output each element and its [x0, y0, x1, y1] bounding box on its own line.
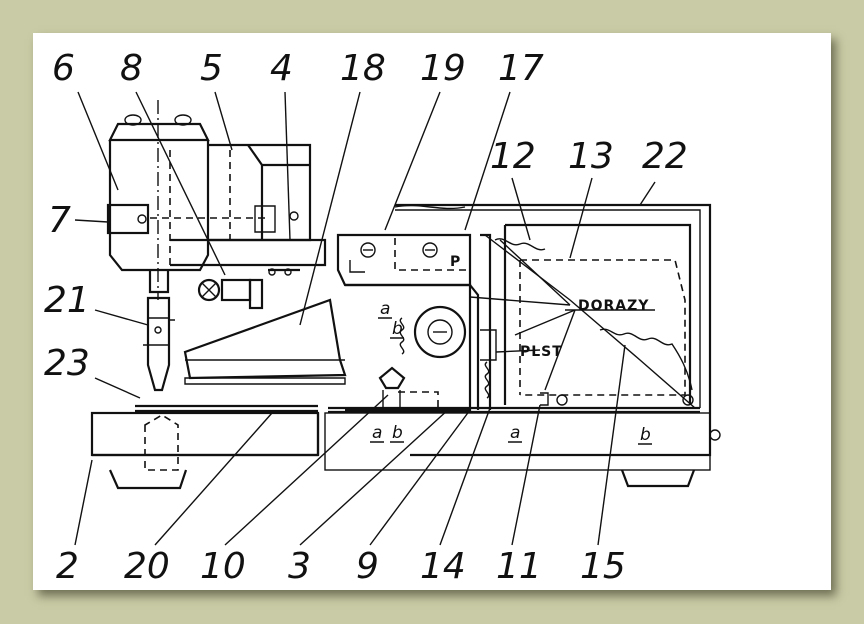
- b-label-lower-left: b: [392, 423, 403, 443]
- part-numbers: 6 8 5 4 18 19 17 12 13 22 7 21 23 2 20 1…: [44, 48, 688, 587]
- a-label-lower-left: a: [372, 423, 382, 443]
- label-15: 15: [580, 546, 626, 587]
- annotations: DORAZY PLST P a b a b a b: [370, 254, 652, 445]
- label-10: 10: [200, 546, 246, 587]
- motor-head: [106, 100, 327, 300]
- label-9: 9: [356, 546, 379, 587]
- guide-rail: [135, 404, 700, 414]
- label-2: 2: [56, 546, 79, 587]
- b-label-lower-right: b: [640, 425, 651, 445]
- label-3: 3: [288, 546, 311, 587]
- diagram-frame: [33, 33, 831, 590]
- lever-14: [480, 233, 696, 410]
- drill-tool: [143, 296, 179, 471]
- label-17: 17: [498, 48, 544, 89]
- dorazy-label: DORAZY: [578, 298, 649, 314]
- label-23: 23: [44, 343, 90, 384]
- label-14: 14: [420, 546, 466, 587]
- label-21: 21: [44, 280, 90, 321]
- label-18: 18: [340, 48, 386, 89]
- p-label: P: [450, 254, 461, 270]
- b-label-upper: b: [392, 319, 403, 339]
- label-6: 6: [52, 48, 75, 89]
- label-22: 22: [642, 136, 688, 177]
- label-7: 7: [48, 200, 71, 241]
- label-19: 19: [420, 48, 466, 89]
- right-box: [394, 203, 721, 441]
- label-12: 12: [490, 136, 536, 177]
- label-5: 5: [200, 48, 223, 89]
- label-11: 11: [496, 546, 542, 587]
- lamp-assembly: [197, 268, 300, 310]
- a-label-lower: a: [510, 423, 520, 443]
- plst-label: PLST: [520, 344, 563, 360]
- label-4: 4: [270, 48, 293, 89]
- wedge-plate: [183, 298, 347, 385]
- label-20: 20: [124, 546, 170, 587]
- label-13: 13: [568, 136, 614, 177]
- a-label-upper: a: [380, 299, 390, 319]
- central-block: [345, 283, 480, 412]
- label-8: 8: [120, 48, 143, 89]
- leader-lines: [74, 91, 656, 546]
